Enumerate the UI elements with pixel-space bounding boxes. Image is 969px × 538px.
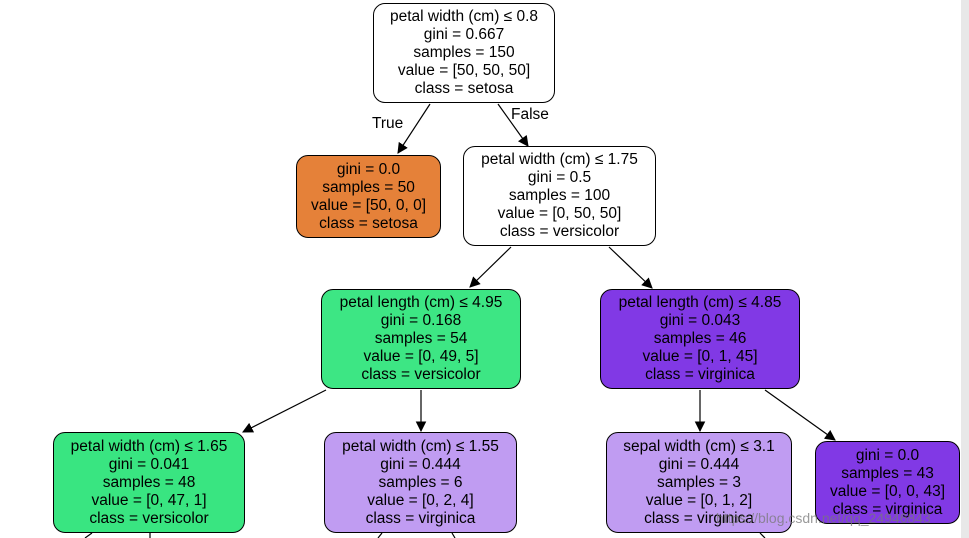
edge-root-n2 (497, 103, 529, 147)
tree-node-n8: gini = 0.0 samples = 43 value = [0, 0, 4… (815, 441, 960, 524)
node-n8-samples: samples = 43 (841, 464, 934, 482)
node-n3-samples: samples = 54 (374, 330, 468, 347)
node-n5-samples: samples = 48 (102, 473, 196, 491)
edge-n7-child-right (759, 532, 766, 538)
node-n5-gini: gini = 0.041 (108, 455, 190, 473)
node-root-split: petal width (cm) ≤ 0.8 (389, 8, 539, 25)
node-n8-class: class = virginica (832, 500, 943, 518)
edge-label-true: True (372, 115, 404, 132)
edge-n6-child-right (451, 532, 456, 538)
edge-n2-n4 (608, 246, 653, 289)
node-n5-value: value = [0, 47, 1] (91, 491, 207, 509)
watermark-text: https://blog.csdn.net/qq_24946843 (716, 510, 931, 526)
node-root-gini: gini = 0.667 (423, 26, 505, 43)
node-n4-gini: gini = 0.043 (659, 312, 741, 329)
node-n7-gini: gini = 0.444 (658, 455, 740, 473)
node-n6-gini: gini = 0.444 (380, 455, 461, 473)
node-n2-samples: samples = 100 (508, 187, 611, 204)
node-n6-value: value = [0, 2, 4] (367, 491, 474, 509)
node-n3-split: petal length (cm) ≤ 4.95 (339, 294, 503, 311)
node-n5-class: class = versicolor (89, 509, 209, 527)
tree-node-n2: petal width (cm) ≤ 1.75 gini = 0.5 sampl… (463, 146, 656, 246)
tree-node-setosa-leaf: gini = 0.0 samples = 50 value = [50, 0, … (296, 155, 441, 238)
node-n4-split: petal length (cm) ≤ 4.85 (618, 294, 782, 311)
edge-n6-child-left (377, 532, 383, 538)
node-n2-split: petal width (cm) ≤ 1.75 (481, 151, 638, 168)
node-setosa-samples: samples = 50 (322, 178, 415, 196)
node-n2-class: class = versicolor (499, 223, 620, 240)
node-n6-samples: samples = 6 (378, 473, 463, 491)
tree-node-n4: petal length (cm) ≤ 4.85 gini = 0.043 sa… (600, 289, 800, 389)
node-n6-split: petal width (cm) ≤ 1.55 (342, 437, 499, 455)
node-setosa-value: value = [50, 0, 0] (310, 196, 427, 214)
tree-node-n7: sepal width (cm) ≤ 3.1 gini = 0.444 samp… (606, 432, 792, 533)
node-n3-gini: gini = 0.168 (380, 312, 462, 329)
node-n3-value: value = [0, 49, 5] (363, 348, 479, 365)
node-n8-gini: gini = 0.0 (855, 446, 920, 464)
vertical-scrollbar[interactable] (961, 0, 969, 538)
edge-n5-child-left (84, 532, 93, 538)
node-n6-class: class = virginica (365, 509, 476, 527)
node-n4-class: class = virginica (645, 366, 755, 383)
edge-n3-n5 (242, 389, 327, 433)
tree-node-n6: petal width (cm) ≤ 1.55 gini = 0.444 sam… (324, 432, 517, 533)
node-n2-gini: gini = 0.5 (527, 169, 592, 186)
node-root-class: class = setosa (414, 80, 514, 97)
edge-n4-n8 (764, 389, 836, 441)
node-n8-value: value = [0, 0, 43] (829, 482, 946, 500)
node-n3-class: class = versicolor (361, 366, 481, 383)
node-n4-samples: samples = 46 (653, 330, 747, 347)
node-n7-samples: samples = 3 (656, 473, 741, 491)
node-n7-value: value = [0, 1, 2] (645, 491, 753, 509)
node-n4-value: value = [0, 1, 45] (642, 348, 758, 365)
node-setosa-class: class = setosa (319, 214, 418, 232)
node-n7-class: class = virginica (644, 509, 754, 527)
node-n5-split: petal width (cm) ≤ 1.65 (70, 437, 228, 455)
node-root-samples: samples = 150 (413, 44, 515, 61)
tree-node-root: petal width (cm) ≤ 0.8 gini = 0.667 samp… (373, 3, 555, 103)
edge-root-setosa (397, 103, 431, 154)
tree-node-n5: petal width (cm) ≤ 1.65 gini = 0.041 sam… (53, 432, 245, 533)
edge-n2-n3 (469, 246, 512, 288)
tree-node-n3: petal length (cm) ≤ 4.95 gini = 0.168 sa… (321, 289, 521, 389)
node-n7-split: sepal width (cm) ≤ 3.1 (623, 437, 775, 455)
edge-label-false: False (511, 106, 549, 123)
node-setosa-gini: gini = 0.0 (336, 160, 401, 178)
node-n2-value: value = [0, 50, 50] (497, 205, 622, 222)
node-root-value: value = [50, 50, 50] (397, 62, 531, 79)
